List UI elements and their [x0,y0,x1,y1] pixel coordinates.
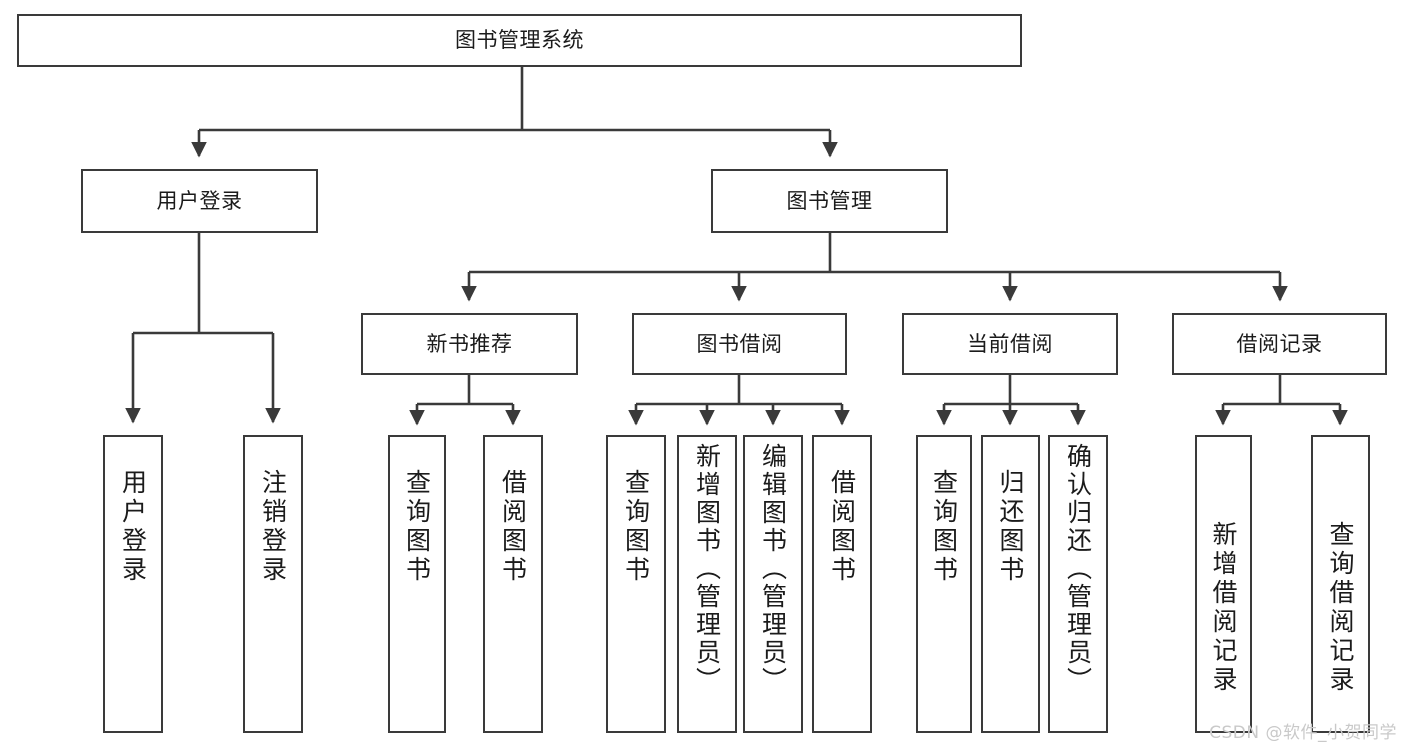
node-leaf-label: 查询图书 [621,469,651,585]
node-leaf-query-book-3[interactable]: 查询图书 [916,435,972,733]
node-leaf-label: 查询图书 [929,469,959,585]
node-leaf-borrow-book-2[interactable]: 借阅图书 [812,435,872,733]
node-leaf-logout-login[interactable]: 注销登录 [243,435,303,733]
node-new-book-rec-label: 新书推荐 [426,331,513,356]
node-leaf-label: 新增借阅记录 [1209,521,1238,695]
node-leaf-label: 确认归还（管理员） [1063,443,1093,695]
node-leaf-label: 查询图书 [402,469,432,585]
node-leaf-label: 编辑图书（管理员） [758,443,788,695]
node-leaf-borrow-book-1[interactable]: 借阅图书 [483,435,543,733]
node-leaf-return-book[interactable]: 归还图书 [981,435,1040,733]
node-leaf-query-book-1[interactable]: 查询图书 [388,435,446,733]
node-book-borrow-label: 图书借阅 [696,331,783,356]
node-borrow-record-label: 借阅记录 [1236,331,1323,356]
node-current-borrow-label: 当前借阅 [967,331,1053,356]
node-root-system[interactable]: 图书管理系统 [17,14,1022,67]
node-book-manage[interactable]: 图书管理 [711,169,948,233]
node-leaf-label: 借阅图书 [827,469,857,585]
node-leaf-label: 用户登录 [118,469,148,585]
node-leaf-label: 借阅图书 [498,469,528,585]
node-leaf-label: 查询借阅记录 [1326,521,1355,695]
node-leaf-user-login[interactable]: 用户登录 [103,435,163,733]
node-leaf-add-book[interactable]: 新增图书（管理员） [677,435,737,733]
node-user-login-label: 用户登录 [156,188,243,213]
node-root-label: 图书管理系统 [455,28,584,53]
node-leaf-add-record[interactable]: 新增借阅记录 [1195,435,1252,733]
node-user-login[interactable]: 用户登录 [81,169,318,233]
node-leaf-label: 注销登录 [258,469,288,585]
node-leaf-label: 归还图书 [996,469,1025,585]
csdn-watermark: CSDN @软件_小贺同学 [1209,723,1397,743]
node-book-borrow[interactable]: 图书借阅 [632,313,847,375]
node-leaf-confirm-return[interactable]: 确认归还（管理员） [1048,435,1108,733]
node-borrow-record[interactable]: 借阅记录 [1172,313,1387,375]
node-leaf-query-book-2[interactable]: 查询图书 [606,435,666,733]
node-leaf-label: 新增图书（管理员） [692,443,722,695]
node-book-manage-label: 图书管理 [786,188,873,213]
node-current-borrow[interactable]: 当前借阅 [902,313,1118,375]
node-leaf-edit-book[interactable]: 编辑图书（管理员） [743,435,803,733]
node-new-book-rec[interactable]: 新书推荐 [361,313,578,375]
node-leaf-query-record[interactable]: 查询借阅记录 [1311,435,1370,733]
